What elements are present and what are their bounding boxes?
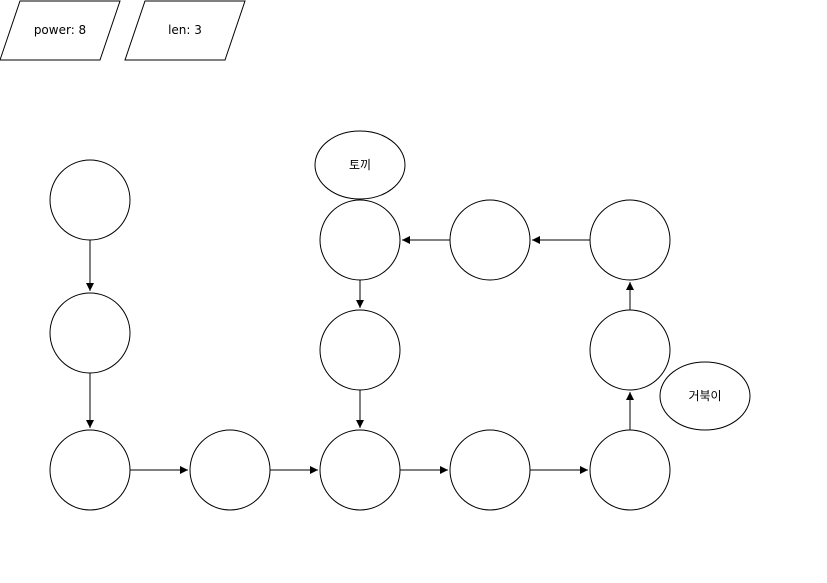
node-circle[interactable]: [449, 429, 531, 511]
node-circle[interactable]: [49, 159, 131, 241]
param-box-power[interactable]: power: 8: [0, 0, 121, 61]
param-label-len: len: 3: [168, 23, 202, 37]
node-circle[interactable]: [589, 199, 671, 281]
rabbit-label: 토끼: [349, 158, 371, 172]
node-circle[interactable]: [49, 429, 131, 511]
node-circle[interactable]: [189, 429, 271, 511]
node-circle[interactable]: [589, 309, 671, 391]
node-circle[interactable]: [49, 292, 131, 374]
rabbit-label-ellipse[interactable]: 토끼: [314, 130, 406, 200]
turtle-label: 거북이: [688, 389, 721, 403]
node-circle[interactable]: [319, 199, 401, 281]
node-circle[interactable]: [449, 199, 531, 281]
turtle-label-ellipse[interactable]: 거북이: [659, 361, 751, 431]
param-box-len[interactable]: len: 3: [124, 0, 246, 61]
node-circle[interactable]: [589, 429, 671, 511]
param-label-power: power: 8: [34, 23, 86, 37]
node-circle[interactable]: [319, 309, 401, 391]
node-circle[interactable]: [319, 429, 401, 511]
